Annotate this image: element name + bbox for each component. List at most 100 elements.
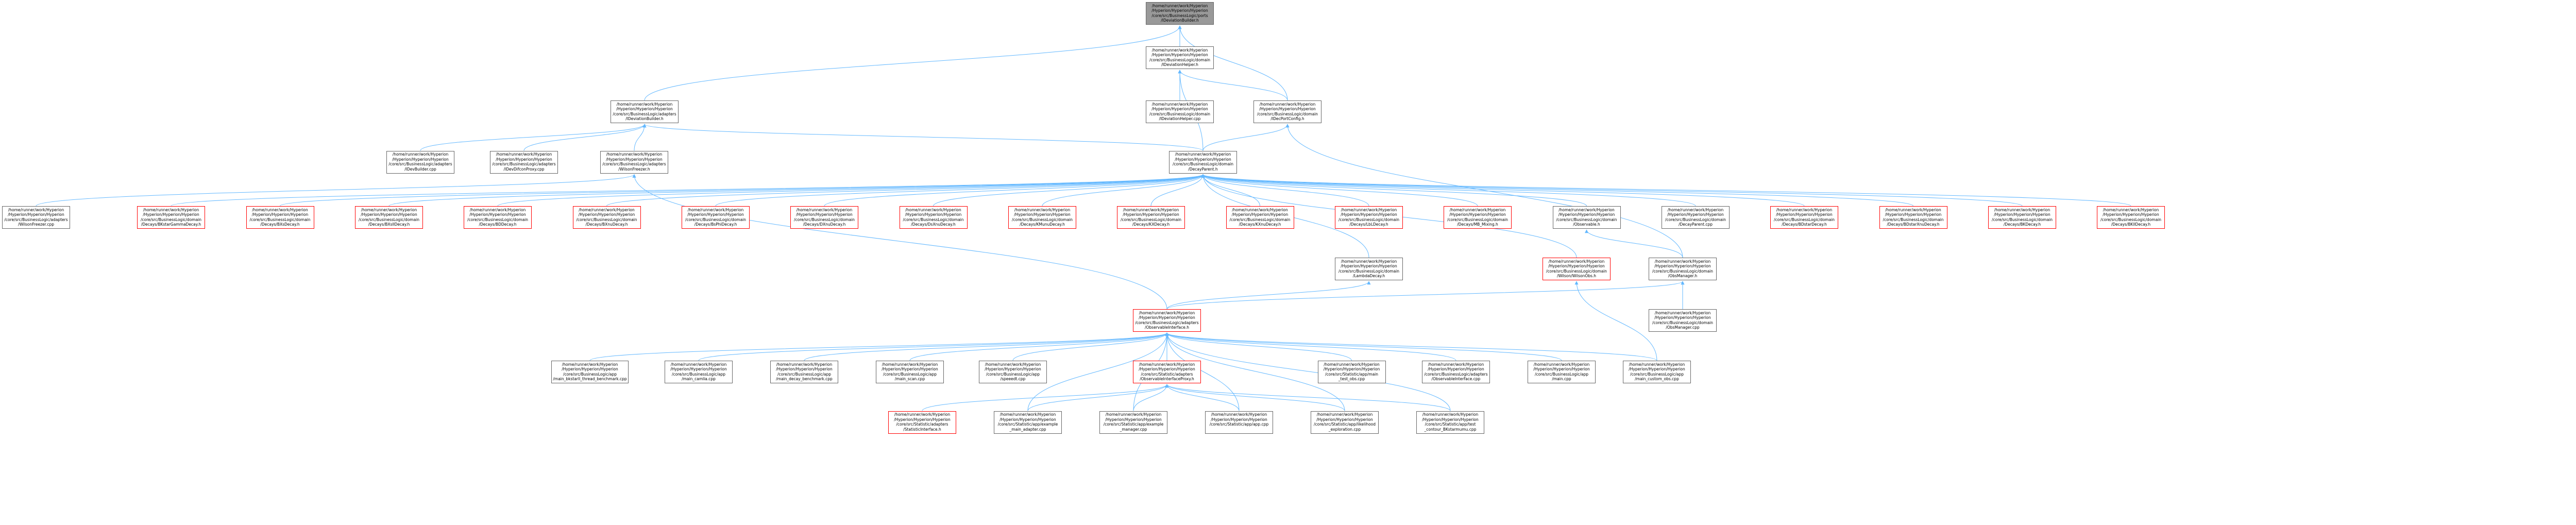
node-label-line: /core/src/Statistic/app/app.cpp	[1209, 422, 1269, 427]
graph-node-lblldecay-h[interactable]: /home/runner/work/Hyperion/Hyperion/Hype…	[1335, 206, 1403, 229]
node-label-line: /Decays/BDstarXnuDecay.h	[1887, 222, 1940, 227]
graph-node-kmunudecay-h[interactable]: /home/runner/work/Hyperion/Hyperion/Hype…	[1008, 206, 1076, 229]
dependency-edge	[644, 25, 1182, 101]
graph-node-mb-mixing-h[interactable]: /home/runner/work/Hyperion/Hyperion/Hype…	[1444, 206, 1512, 229]
node-label-line: /core/src/BusinessLogic/domain	[903, 217, 964, 222]
graph-node-ideviationbuilder-adapter-h[interactable]: /home/runner/work/Hyperion/Hyperion/Hype…	[611, 100, 679, 123]
node-label-line: /Hyperion/Hyperion/Hyperion	[1105, 417, 1162, 422]
node-label-line: /main_custom_obs.cpp	[1635, 377, 1679, 381]
node-label-line: /home/runner/work/Hyperion	[1629, 362, 1685, 367]
graph-node-likelihood-exploration-cpp[interactable]: /home/runner/work/Hyperion/Hyperion/Hype…	[1311, 411, 1379, 434]
node-label-line: /Hyperion/Hyperion/Hyperion	[894, 417, 951, 422]
graph-node-bdstarxnudecay-h[interactable]: /home/runner/work/Hyperion/Hyperion/Hype…	[1879, 206, 1947, 229]
node-label-line: /StatisticInterface.h	[903, 427, 941, 432]
dependency-edge	[1585, 229, 1683, 258]
graph-node-wilsonobs-h[interactable]: /home/runner/work/Hyperion/Hyperion/Hype…	[1543, 258, 1611, 280]
graph-node-test-contour-bkstarmumu-cpp[interactable]: /home/runner/work/Hyperion/Hyperion/Hype…	[1416, 411, 1484, 434]
graph-node-observableinterface-cpp[interactable]: /home/runner/work/Hyperion/Hyperion/Hype…	[1422, 361, 1490, 383]
node-label-line: /IDevDifconProxy.cpp	[503, 166, 545, 172]
dependency-edge	[388, 174, 1205, 207]
node-label-line: /LambdaDecay.h	[1352, 274, 1385, 278]
graph-node-statisticinterface-h[interactable]: /home/runner/work/Hyperion/Hyperion/Hype…	[888, 411, 956, 434]
node-label-line: /Hyperion/Hyperion/Hyperion	[882, 367, 938, 371]
graph-node-obsmanager-h[interactable]: /home/runner/work/Hyperion/Hyperion/Hype…	[1649, 258, 1717, 280]
node-label-line: /core/src/BusinessLogic/domain	[1120, 217, 1182, 222]
node-label-line: /Decays/BXnuDecay.h	[585, 222, 628, 227]
node-label-line: /core/src/BusinessLogic/ports	[1151, 13, 1208, 18]
graph-node-ideviationhelper-h[interactable]: /home/runner/work/Hyperion/Hyperion/Hype…	[1146, 46, 1214, 69]
graph-node-main-decay-benchmark-cpp[interactable]: /home/runner/work/Hyperion/Hyperion/Hype…	[770, 361, 838, 383]
dependency-edge	[280, 174, 1205, 207]
node-label-line: /home/runner/work/Hyperion	[1259, 101, 1316, 107]
node-label-line: /core/src/BusinessLogic/domain	[576, 217, 637, 222]
dependency-edge	[420, 124, 647, 151]
node-label-line: /Hyperion/Hyperion/Hyperion	[1211, 417, 1267, 422]
node-label-line: /Hyperion/Hyperion/Hyperion	[1175, 157, 1231, 162]
graph-node-main-scan-cpp[interactable]: /home/runner/work/Hyperion/Hyperion/Hype…	[876, 361, 944, 383]
node-label-line: /Decays/MB_Mixing.h	[1457, 222, 1498, 227]
node-label-line: /IDeviationBuilder.h	[625, 116, 664, 121]
node-label-line: /Decays/DsXnuDecay.h	[911, 222, 956, 227]
graph-node-decayparent-cpp[interactable]: /home/runner/work/Hyperion/Hyperion/Hype…	[1662, 206, 1730, 229]
graph-node-bddecay-h[interactable]: /home/runner/work/Hyperion/Hyperion/Hype…	[464, 206, 532, 229]
graph-node-bxsdecay-h[interactable]: /home/runner/work/Hyperion/Hyperion/Hype…	[246, 206, 314, 229]
graph-node-main-cpp[interactable]: /home/runner/work/Hyperion/Hyperion/Hype…	[1528, 361, 1596, 383]
graph-node-observableinterface-h[interactable]: /home/runner/work/Hyperion/Hyperion/Hype…	[1133, 309, 1201, 332]
graph-node-observableinterfaceproxy-h[interactable]: /home/runner/work/Hyperion/Hyperion/Hype…	[1133, 361, 1201, 383]
dependency-edge	[1165, 332, 1352, 361]
dependency-edge	[1166, 281, 1371, 310]
node-label-line: /Decays/KXnuDecay.h	[1239, 222, 1281, 227]
node-label-line: /Decays/BDstarDecay.h	[1782, 222, 1827, 227]
graph-node-decayparent-h[interactable]: /home/runner/work/Hyperion/Hyperion/Hype…	[1169, 150, 1237, 174]
graph-node-kxnudecay-h[interactable]: /home/runner/work/Hyperion/Hyperion/Hype…	[1226, 206, 1294, 229]
graph-node-idecportconfig-h[interactable]: /home/runner/work/Hyperion/Hyperion/Hype…	[1253, 100, 1321, 123]
graph-node-main-custom-obs-cpp[interactable]: /home/runner/work/Hyperion/Hyperion/Hype…	[1623, 361, 1691, 383]
graph-node-dsxnudecay-h[interactable]: /home/runner/work/Hyperion/Hyperion/Hype…	[899, 206, 968, 229]
node-label-line: /core/src/BusinessLogic/adapters	[1424, 371, 1488, 377]
graph-node-obsmanager-cpp[interactable]: /home/runner/work/Hyperion/Hyperion/Hype…	[1649, 309, 1717, 332]
graph-node-speeedt-cpp[interactable]: /home/runner/work/Hyperion/Hyperion/Hype…	[979, 361, 1047, 383]
graph-node-bdstardecay-h[interactable]: /home/runner/work/Hyperion/Hyperion/Hype…	[1770, 206, 1838, 229]
node-label-line: /Hyperion/Hyperion/Hyperion	[606, 157, 663, 162]
graph-node-bsphidecay-h[interactable]: /home/runner/work/Hyperion/Hyperion/Hype…	[682, 206, 750, 229]
graph-node-observable-h[interactable]: /home/runner/work/Hyperion/Hyperion/Hype…	[1552, 206, 1621, 229]
graph-node-bxslldecay-h[interactable]: /home/runner/work/Hyperion/Hyperion/Hype…	[355, 206, 423, 229]
graph-node-bklldecay-h[interactable]: /home/runner/work/Hyperion/Hyperion/Hype…	[2097, 206, 2165, 229]
graph-node-wilsonfreezer-h[interactable]: /home/runner/work/Hyperion/Hyperion/Hype…	[600, 150, 668, 174]
graph-node-dxnudecay-h[interactable]: /home/runner/work/Hyperion/Hyperion/Hype…	[790, 206, 858, 229]
node-label-line: /speeedt.cpp	[1000, 377, 1026, 381]
graph-node-ideviationbuilder-port[interactable]: /home/runner/work/Hyperion/Hyperion/Hype…	[1146, 2, 1214, 25]
node-label-line: /Decays/KMunuDecay.h	[1020, 222, 1065, 227]
node-label-line: /core/src/BusinessLogic/domain	[1447, 217, 1509, 222]
dependency-edge	[523, 124, 647, 151]
node-label-line: /Hyperion/Hyperion/Hyperion	[1558, 212, 1615, 217]
graph-node-ideviationhelper-cpp[interactable]: /home/runner/work/Hyperion/Hyperion/Hype…	[1146, 100, 1214, 123]
graph-node-main-camlia-cpp[interactable]: /home/runner/work/Hyperion/Hyperion/Hype…	[665, 361, 733, 383]
graph-node-idevbuilder-cpp[interactable]: /home/runner/work/Hyperion/Hyperion/Hype…	[386, 150, 454, 174]
node-label-line: /Decays/BXsDecay.h	[260, 222, 300, 227]
graph-node-example-manager-cpp[interactable]: /home/runner/work/Hyperion/Hyperion/Hype…	[1099, 411, 1167, 434]
node-label-line: /home/runner/work/Hyperion	[1885, 207, 1941, 212]
graph-node-main-test-obs-cpp[interactable]: /home/runner/work/Hyperion/Hyperion/Hype…	[1317, 361, 1386, 383]
graph-node-lambdadecay-h[interactable]: /home/runner/work/Hyperion/Hyperion/Hype…	[1335, 258, 1403, 280]
graph-node-wilsonfreezer-cpp[interactable]: /home/runner/work/Hyperion/Hyperion/Hype…	[2, 206, 70, 229]
node-label-line: /core/src/BusinessLogic/domain	[1773, 217, 1835, 222]
graph-node-main-bkstarll-thread-benchmark-cpp[interactable]: /home/runner/work/Hyperion/Hyperion/Hype…	[551, 361, 629, 383]
graph-node-statistic-app-cpp[interactable]: /home/runner/work/Hyperion/Hyperion/Hype…	[1205, 411, 1273, 434]
graph-node-example-main-adapter-cpp[interactable]: /home/runner/work/Hyperion/Hyperion/Hype…	[994, 411, 1062, 434]
node-label-line: /core/src/BusinessLogic/app	[671, 371, 726, 377]
node-label-line: /home/runner/work/Hyperion	[1324, 362, 1380, 367]
node-label-line: /core/src/BusinessLogic/domain	[1172, 162, 1234, 166]
dependency-edge	[922, 384, 1169, 411]
graph-node-bkstargammadecay-h[interactable]: /home/runner/work/Hyperion/Hyperion/Hype…	[137, 206, 205, 229]
graph-node-kxdecay-h[interactable]: /home/runner/work/Hyperion/Hyperion/Hype…	[1117, 206, 1185, 229]
node-label-line: /home/runner/work/Hyperion	[1151, 101, 1208, 107]
graph-node-idevdifconproxy-cpp[interactable]: /home/runner/work/Hyperion/Hyperion/Hype…	[490, 150, 558, 174]
node-label-line: /home/runner/work/Hyperion	[496, 152, 552, 157]
graph-node-bkdecay-h[interactable]: /home/runner/work/Hyperion/Hyperion/Hype…	[1988, 206, 2056, 229]
node-label-line: /Hyperion/Hyperion/Hyperion	[562, 367, 618, 371]
node-label-line: /Hyperion/Hyperion/Hyperion	[8, 212, 64, 217]
node-label-line: /core/src/Statistic/adapters	[896, 422, 948, 427]
graph-node-bxnudecay-h[interactable]: /home/runner/work/Hyperion/Hyperion/Hype…	[572, 206, 641, 229]
